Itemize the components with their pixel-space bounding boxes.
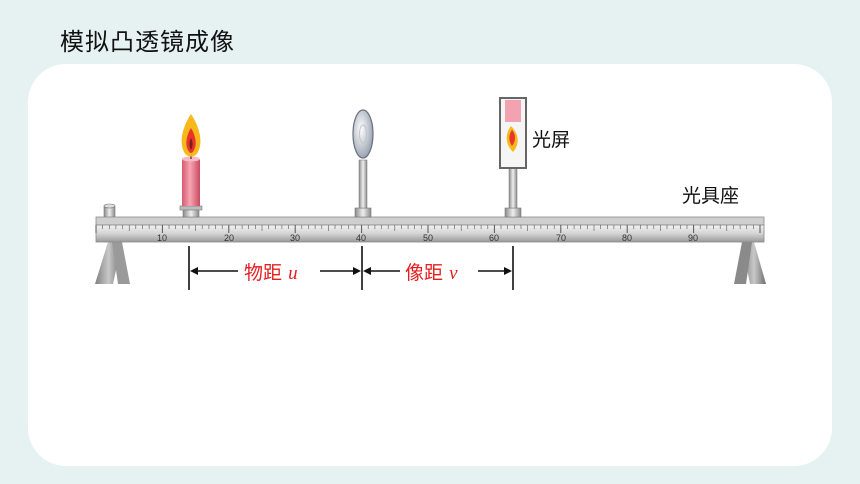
optical-bench-label: 光具座 <box>682 185 740 207</box>
image-distance-label: 像距 v <box>405 258 458 285</box>
bench-leg-right <box>734 242 766 284</box>
bench-leg-left <box>95 242 130 284</box>
ruler-ticks <box>95 225 761 233</box>
flame-icon <box>181 114 201 157</box>
image-distance-variable: v <box>449 263 458 284</box>
tick-label: 30 <box>290 233 300 243</box>
object-distance-text: 物距 <box>244 262 283 284</box>
content-card <box>28 64 832 466</box>
tick-label: 70 <box>556 233 566 243</box>
tick-label: 90 <box>688 233 698 243</box>
object-distance-variable: u <box>288 263 298 284</box>
tick-label: 50 <box>423 233 433 243</box>
screen-label: 光屏 <box>532 129 571 151</box>
candle[interactable] <box>179 114 203 218</box>
page-title: 模拟凸透镜成像 <box>60 28 235 56</box>
light-screen[interactable] <box>499 97 527 218</box>
image-distance-text: 像距 <box>405 262 444 284</box>
flame-image-icon <box>506 126 518 152</box>
tick-label: 20 <box>224 233 234 243</box>
tick-label: 80 <box>622 233 632 243</box>
convex-lens[interactable] <box>352 109 374 218</box>
measurement-lines <box>188 246 514 290</box>
tick-label: 60 <box>489 233 499 243</box>
tick-label: 40 <box>356 233 366 243</box>
tick-label: 10 <box>157 233 167 243</box>
bench-rail <box>95 216 765 243</box>
measurement-arrowheads <box>190 267 512 275</box>
object-distance-label: 物距 u <box>244 258 298 285</box>
ruler-tick-labels: 10 20 30 40 50 60 70 80 90 <box>157 233 698 243</box>
